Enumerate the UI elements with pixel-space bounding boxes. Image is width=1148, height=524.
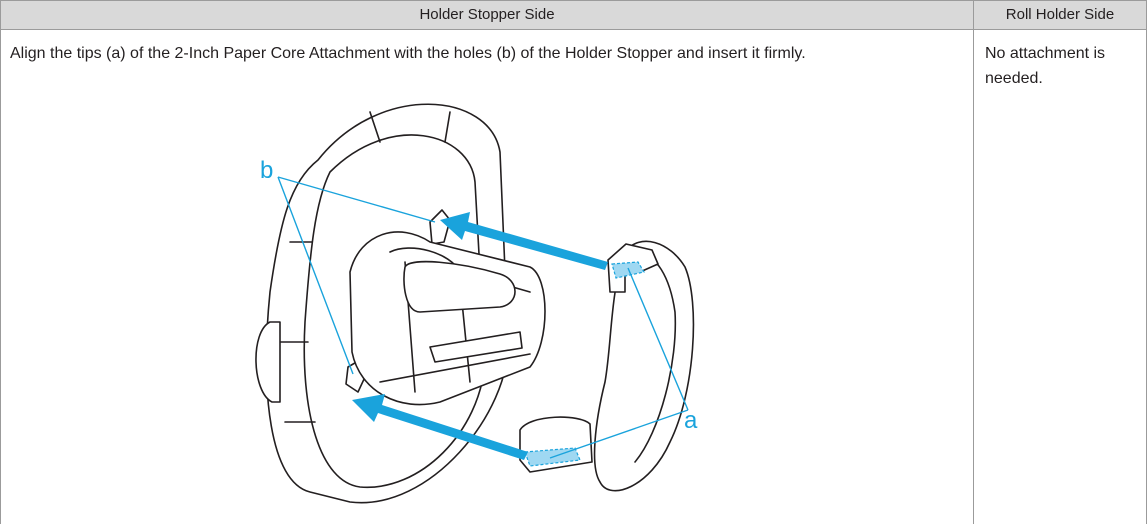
table-border-right <box>1146 30 1147 524</box>
label-a: a <box>684 407 698 434</box>
header-roll-holder-side: Roll Holder Side <box>973 0 1147 30</box>
table-column-divider <box>973 30 974 524</box>
tip-top <box>611 261 645 279</box>
hole-top <box>429 209 451 245</box>
arrow-top <box>440 212 608 270</box>
table-border-left <box>0 30 1 524</box>
label-b: b <box>260 157 273 184</box>
arrow-bottom <box>352 394 528 460</box>
paper-core-attachment <box>593 240 695 492</box>
attachment-illustration: b a <box>255 103 698 504</box>
header-holder-stopper-side: Holder Stopper Side <box>0 0 973 30</box>
holder-stopper-instruction: Align the tips (a) of the 2-Inch Paper C… <box>10 45 806 62</box>
roll-holder-instruction: No attachment is needed. <box>985 45 1106 87</box>
